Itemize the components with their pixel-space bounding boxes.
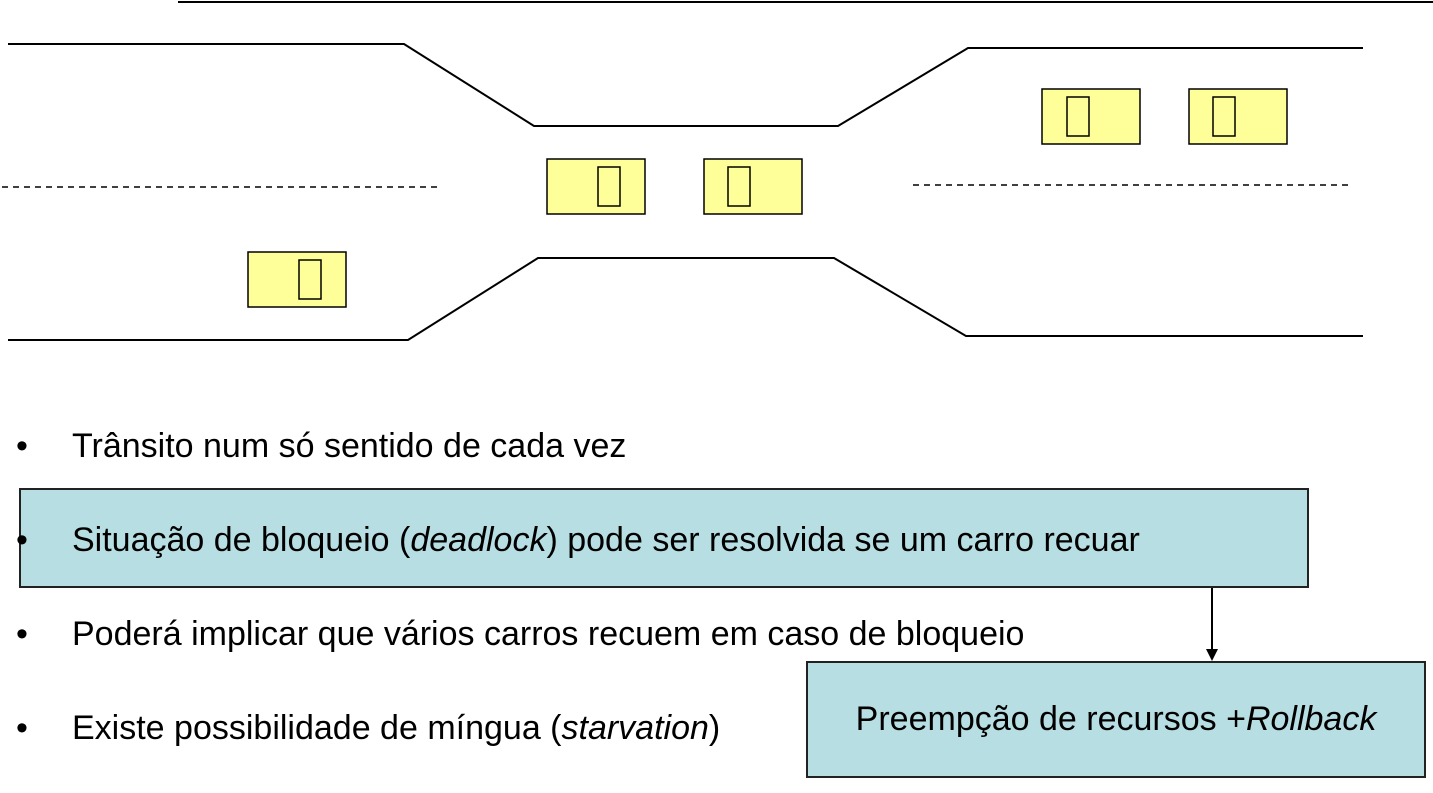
road-upper-edge-left bbox=[8, 43, 1363, 127]
rollback-term: Rollback bbox=[1245, 700, 1377, 738]
callout-text: Preempção de recursos + Rollback bbox=[855, 700, 1377, 738]
car-on-bridge-1 bbox=[546, 158, 646, 215]
preemption-rollback-callout: Preempção de recursos + Rollback bbox=[806, 661, 1426, 778]
car-waiting-right-1 bbox=[1041, 88, 1141, 145]
car-waiting-right-2 bbox=[1188, 88, 1288, 145]
car-window bbox=[727, 166, 751, 207]
road-lower-edge bbox=[8, 257, 1363, 341]
bullet-text: Existe possibilidade de míngua (starvati… bbox=[72, 709, 721, 747]
callout-arrow bbox=[1206, 588, 1218, 661]
bullet-marker: • bbox=[16, 427, 28, 465]
deadlock-term: deadlock bbox=[410, 521, 547, 559]
bullet-marker: • bbox=[16, 709, 28, 747]
car-window bbox=[298, 259, 322, 300]
single-lane-bridge-diagram bbox=[2, 1, 1433, 341]
deadlock-highlight-box bbox=[19, 488, 1309, 588]
bullet-marker: • bbox=[16, 615, 28, 653]
car-window bbox=[1212, 96, 1236, 137]
bullet-text: Situação de bloqueio (deadlock) pode ser… bbox=[72, 521, 1140, 559]
car-waiting-left bbox=[247, 251, 347, 308]
starvation-term: starvation bbox=[561, 709, 709, 747]
car-window bbox=[597, 166, 621, 207]
bullet-marker: • bbox=[16, 521, 28, 559]
bullet-text: Poderá implicar que vários carros recuem… bbox=[72, 615, 1025, 653]
car-on-bridge-2 bbox=[703, 158, 803, 215]
bullet-text: Trânsito num só sentido de cada vez bbox=[72, 427, 627, 465]
car-window bbox=[1066, 96, 1090, 137]
